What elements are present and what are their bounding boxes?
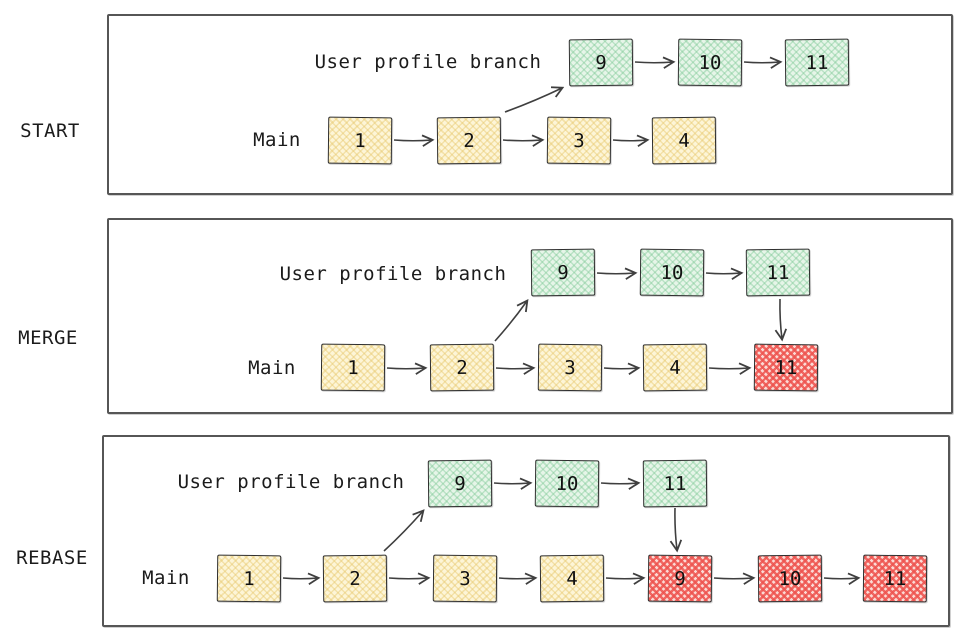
commit-node-merge-main-1: 1 <box>320 343 386 392</box>
branch-label-rebase: User profile branch <box>177 471 405 493</box>
panel-label-start: START <box>20 120 80 142</box>
panel-label-merge: MERGE <box>18 327 78 349</box>
commit-node-start-branch-10: 10 <box>677 38 743 87</box>
commit-node-merge-main-2: 2 <box>429 343 495 392</box>
commit-number: 4 <box>669 356 681 379</box>
commit-number: 11 <box>663 472 687 495</box>
commit-node-start-branch-9: 9 <box>568 38 634 87</box>
commit-node-rebase-main-10: 10 <box>757 554 823 603</box>
commit-node-start-main-3: 3 <box>546 116 612 165</box>
commit-number: 10 <box>778 567 802 590</box>
main-label-merge: Main <box>248 357 296 379</box>
commit-node-merge-main-11: 11 <box>753 343 819 392</box>
commit-number: 2 <box>463 129 475 152</box>
commit-number: 10 <box>660 261 684 284</box>
commit-node-start-main-4: 4 <box>651 116 717 165</box>
commit-number: 11 <box>805 51 829 74</box>
commit-number: 9 <box>674 567 686 590</box>
commit-number: 2 <box>349 567 361 590</box>
commit-number: 3 <box>573 129 585 152</box>
commit-number: 11 <box>883 567 907 590</box>
branch-label-merge: User profile branch <box>279 263 507 285</box>
commit-number: 3 <box>564 356 576 379</box>
branch-label-start: User profile branch <box>314 51 542 73</box>
commit-node-start-branch-11: 11 <box>784 38 850 87</box>
commit-node-rebase-branch-11: 11 <box>642 459 708 508</box>
commit-number: 1 <box>347 356 359 379</box>
commit-node-rebase-branch-9: 9 <box>427 459 493 508</box>
commit-node-merge-branch-11: 11 <box>745 248 811 297</box>
commit-node-rebase-branch-10: 10 <box>534 459 600 508</box>
commit-number: 1 <box>354 129 366 152</box>
commit-number: 9 <box>595 51 607 74</box>
commit-node-start-main-2: 2 <box>436 116 502 165</box>
commit-node-rebase-main-11: 11 <box>862 554 928 603</box>
commit-node-merge-branch-10: 10 <box>639 248 705 297</box>
commit-number: 11 <box>766 261 790 284</box>
commit-node-rebase-main-4: 4 <box>539 554 605 603</box>
commit-number: 3 <box>459 567 471 590</box>
commit-number: 1 <box>243 567 255 590</box>
commit-node-start-main-1: 1 <box>327 116 393 165</box>
main-label-rebase: Main <box>142 567 190 589</box>
commit-number: 4 <box>678 129 690 152</box>
commit-node-merge-main-3: 3 <box>537 343 603 392</box>
commit-node-merge-main-4: 4 <box>642 343 708 392</box>
commit-number: 2 <box>456 356 468 379</box>
main-label-start: Main <box>253 129 301 151</box>
commit-number: 10 <box>698 51 722 74</box>
commit-number: 4 <box>566 567 578 590</box>
commit-node-rebase-main-9: 9 <box>647 554 713 603</box>
panel-merge <box>107 218 953 414</box>
commit-number: 9 <box>454 472 466 495</box>
commit-number: 10 <box>555 472 579 495</box>
panel-label-rebase: REBASE <box>16 547 88 569</box>
commit-node-rebase-main-2: 2 <box>322 554 388 603</box>
commit-node-rebase-main-1: 1 <box>216 554 282 603</box>
commit-node-rebase-main-3: 3 <box>432 554 498 603</box>
commit-number: 9 <box>557 261 569 284</box>
commit-node-merge-branch-9: 9 <box>530 248 596 297</box>
commit-number: 11 <box>774 356 798 379</box>
